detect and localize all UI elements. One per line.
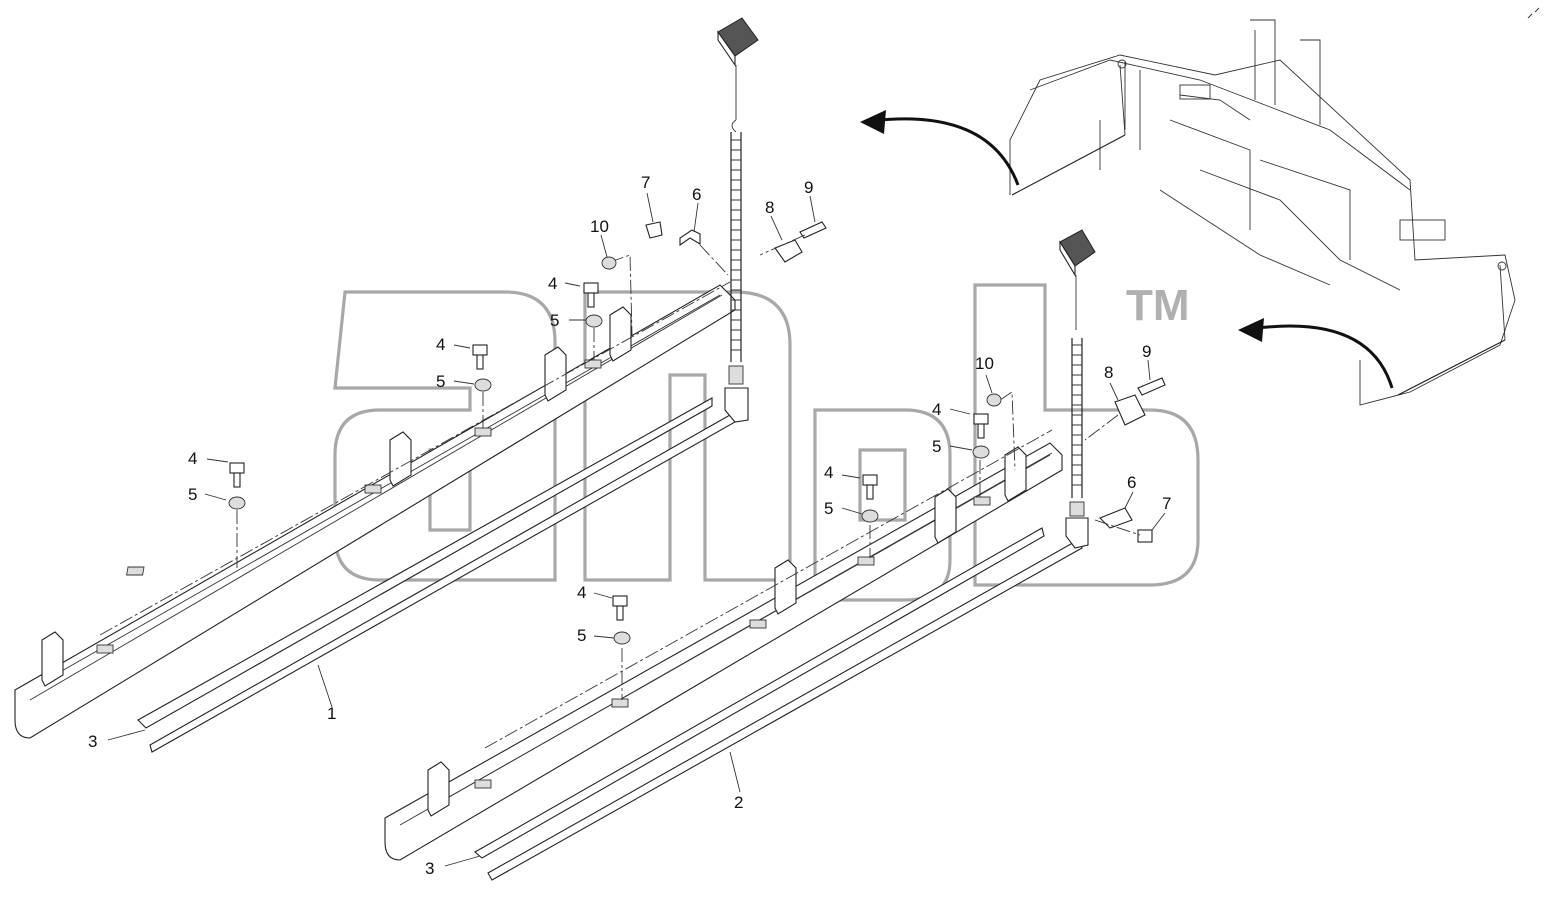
- callout-8: 8: [1104, 363, 1113, 382]
- sensor-icon: [1059, 229, 1096, 549]
- nut-icon: [228, 256, 631, 645]
- callout-5: 5: [824, 499, 833, 518]
- callout-5: 5: [932, 437, 941, 456]
- callout-5: 5: [436, 372, 445, 391]
- callout-7: 7: [641, 173, 650, 192]
- callout-7: 7: [1162, 494, 1171, 513]
- direction-arrow-icon: [1238, 318, 1394, 389]
- callout-2: 2: [734, 793, 743, 812]
- callout-5: 5: [577, 626, 586, 645]
- machine-overview-icon: [1009, 19, 1516, 406]
- callout-10: 10: [590, 217, 609, 236]
- beam-left: [14, 254, 736, 739]
- callout-4: 4: [932, 400, 941, 419]
- callout-9: 9: [804, 178, 813, 197]
- beam-right: [384, 391, 1063, 861]
- callout-labels: 3 1 4 5 4 5 4 5 10 7 6 8 9 4 5 2 3 4 5 4…: [88, 173, 1171, 878]
- trademark-symbol: TM: [1126, 281, 1190, 330]
- callout-4: 4: [188, 449, 197, 468]
- nut-icon: [861, 393, 1002, 523]
- corner-mark: [1527, 7, 1540, 19]
- callout-9: 9: [1142, 342, 1151, 361]
- direction-arrow-icon: [860, 110, 1020, 186]
- callout-4: 4: [824, 463, 833, 482]
- callout-5: 5: [550, 311, 559, 330]
- callout-6: 6: [692, 185, 701, 204]
- clamp-icon: [645, 221, 827, 276]
- callout-3: 3: [88, 732, 97, 751]
- callout-5: 5: [188, 485, 197, 504]
- strip-left: [137, 397, 736, 753]
- callout-1: 1: [327, 704, 336, 723]
- callout-4: 4: [436, 335, 445, 354]
- callout-10: 10: [975, 354, 994, 373]
- leader-lines: [107, 192, 1166, 867]
- callout-6: 6: [1127, 473, 1136, 492]
- callout-4: 4: [548, 274, 557, 293]
- callout-8: 8: [765, 198, 774, 217]
- callout-3: 3: [425, 859, 434, 878]
- sensor-icon: [717, 17, 759, 423]
- callout-4: 4: [577, 583, 586, 602]
- bolt-icon: [862, 377, 1166, 543]
- clamp-icon: [1084, 394, 1146, 536]
- bolt-icon: [229, 282, 628, 621]
